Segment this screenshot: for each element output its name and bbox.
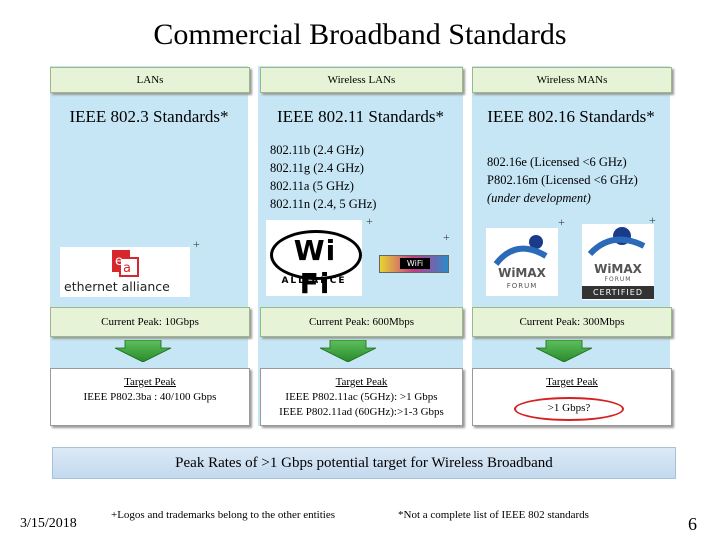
footer-standards-note: *Not a complete list of IEEE 802 standar…: [398, 509, 589, 521]
wlans-list: 802.11b (2.4 GHz) 802.11g (2.4 GHz) 802.…: [270, 141, 460, 213]
wlans-list-item: 802.11b (2.4 GHz): [270, 143, 364, 157]
wlans-target-box: Target Peak IEEE P802.11ac (5GHz): >1 Gb…: [260, 368, 463, 426]
wlans-down-arrow-icon: [319, 340, 377, 362]
wmans-note: (under development): [487, 191, 591, 205]
wimax-certified-swoosh-icon: [587, 227, 646, 257]
wmans-list-item: 802.16e (Licensed <6 GHz): [487, 155, 627, 169]
wimax-certified-main: WiMAX: [594, 262, 642, 276]
wlans-standard: IEEE 802.11 Standards*: [277, 107, 444, 126]
wlans-list-item: 802.11n (2.4, 5 GHz): [270, 197, 377, 211]
wlans-header: Wireless LANs: [260, 67, 463, 93]
lans-panel: [50, 66, 248, 426]
wmans-down-arrow-icon: [535, 340, 593, 362]
wlans-current-peak: Current Peak: 600Mbps: [260, 307, 463, 337]
wifi-logo-text: Wi Fi: [293, 234, 337, 300]
wlans-target-line: IEEE P802.11ac (5GHz): >1 Gbps: [285, 391, 438, 403]
wlans-target-line: IEEE P802.11ad (60GHz):>1-3 Gbps: [279, 406, 444, 418]
wifi-certified-logo: WiFi: [379, 255, 449, 273]
wmans-current-peak: Current Peak: 300Mbps: [472, 307, 672, 337]
wlans-target-label: Target Peak: [335, 376, 388, 388]
ea-logo-text: ethernet alliance: [64, 279, 170, 294]
lans-target-line: IEEE P802.3ba : 40/100 Gbps: [83, 391, 217, 403]
ethernet-alliance-logo: a e ethernet alliance: [60, 247, 190, 297]
wifi-alliance-logo: Wi Fi ALLIANCE: [266, 220, 362, 300]
wimax-swoosh-icon: [493, 235, 548, 266]
lans-down-arrow-icon: [114, 340, 172, 362]
wlans-plus: +: [366, 214, 373, 228]
lans-header: LANs: [50, 67, 250, 93]
footer-logos-note: +Logos and trademarks belong to the othe…: [111, 509, 336, 521]
page-number: 6: [688, 514, 697, 534]
wimax-certified-badge: CERTIFIED: [582, 286, 654, 299]
wifi-alliance-text: ALLIANCE: [281, 276, 347, 286]
svg-text:e: e: [115, 254, 123, 269]
wifi-logo-oval: [270, 230, 362, 280]
wimax-forum-sub: FORUM: [506, 282, 538, 290]
page-title: Commercial Broadband Standards: [153, 18, 567, 51]
wmans-standard: IEEE 802.16 Standards*: [487, 107, 655, 126]
wmans-target-value: >1 Gbps?: [547, 402, 591, 414]
wmans-list-item: P802.16m (Licensed <6 GHz): [487, 173, 638, 187]
wmans-list: 802.16e (Licensed <6 GHz) P802.16m (Lice…: [487, 153, 672, 207]
wlans-plus-2: +: [443, 230, 450, 244]
wimax-certified-forum: FORUM: [604, 276, 632, 283]
footer-date: 3/15/2018: [20, 516, 77, 531]
wmans-plus-2: +: [649, 213, 656, 227]
wmans-header: Wireless MANs: [472, 67, 672, 93]
wimax-forum-text: WiMAX: [498, 266, 546, 280]
lans-target-label: Target Peak: [124, 376, 176, 388]
wmans-plus: +: [558, 215, 565, 229]
wmans-target-label: Target Peak: [546, 376, 598, 388]
wlans-list-item: 802.11a (5 GHz): [270, 179, 354, 193]
peak-rates-banner: Peak Rates of >1 Gbps potential target f…: [52, 447, 676, 479]
ea-logo-icon: a e: [112, 250, 139, 277]
lans-target-box: Target Peak IEEE P802.3ba : 40/100 Gbps: [50, 368, 250, 426]
wmans-target-ellipse: [514, 397, 624, 421]
wlans-list-item: 802.11g (2.4 GHz): [270, 161, 364, 175]
wimax-forum-logo: WiMAX FORUM: [486, 228, 558, 296]
svg-text:a: a: [123, 261, 131, 276]
lans-standard: IEEE 802.3 Standards*: [69, 107, 229, 126]
lans-plus: +: [193, 237, 200, 251]
lans-current-peak: Current Peak: 10Gbps: [50, 307, 250, 337]
wifi-certified-text: WiFi: [400, 258, 430, 269]
wimax-certified-logo: WiMAX FORUM CERTIFIED: [582, 224, 654, 300]
